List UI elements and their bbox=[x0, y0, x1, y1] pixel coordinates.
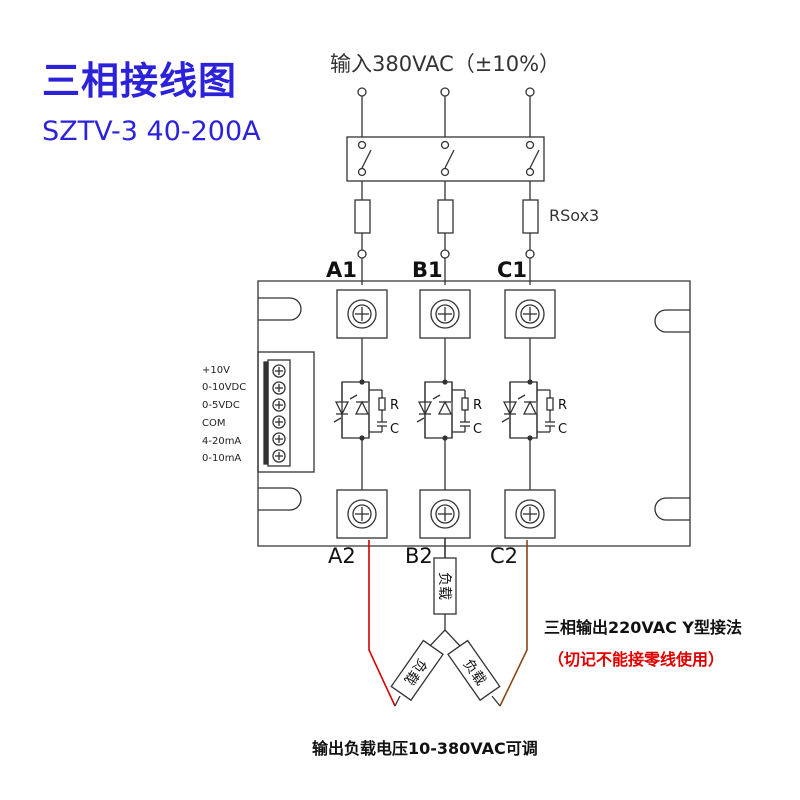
mount-slot-bottom-left bbox=[258, 487, 302, 511]
fuse-b bbox=[437, 199, 454, 234]
diagram-title: 三相接线图 bbox=[42, 59, 238, 103]
input-terminal-a bbox=[357, 87, 367, 137]
control-label-com: COM bbox=[202, 418, 226, 429]
resistor-label-a: R bbox=[390, 398, 399, 413]
power-terminal-c2 bbox=[504, 489, 556, 539]
breaker-box bbox=[346, 136, 545, 182]
output-note: 三相输出220VAC Y型接法 bbox=[544, 618, 742, 637]
resistor-label-c: R bbox=[558, 398, 567, 413]
terminal-label-c2: C2 bbox=[490, 544, 519, 568]
input-voltage-label: 输入380VAC（±10%） bbox=[330, 52, 561, 76]
fuse-c bbox=[522, 199, 539, 234]
capacitor-label-c: C bbox=[558, 422, 567, 437]
resistor-label-b: R bbox=[473, 398, 482, 413]
terminal-label-c1: C1 bbox=[497, 258, 528, 282]
terminal-label-b2: B2 bbox=[405, 544, 433, 568]
power-terminal-c1 bbox=[504, 289, 556, 339]
load-c bbox=[447, 639, 501, 702]
control-screw-2 bbox=[272, 381, 286, 395]
control-screw-4 bbox=[272, 415, 286, 429]
control-label-0-10ma: 0-10mA bbox=[202, 453, 242, 464]
mount-slot-top-right bbox=[654, 309, 690, 333]
control-terminal-block bbox=[257, 351, 315, 473]
fuse-a bbox=[354, 199, 371, 234]
control-screw-6 bbox=[272, 449, 286, 463]
control-label-4-20ma: 4-20mA bbox=[202, 436, 242, 447]
capacitor-label-b: C bbox=[473, 422, 482, 437]
bottom-caption: 输出负载电压10-380VAC可调 bbox=[312, 739, 538, 758]
breaker-switch-c bbox=[525, 140, 540, 177]
output-wire-c bbox=[499, 540, 528, 707]
breaker-switch-b bbox=[440, 140, 455, 177]
terminal-label-a2: A2 bbox=[328, 544, 356, 568]
thyristor-circuit-c bbox=[501, 338, 555, 490]
power-terminal-b2 bbox=[419, 489, 471, 539]
warning-note: （切记不能接零线使用） bbox=[548, 650, 725, 669]
power-terminal-b1 bbox=[419, 289, 471, 339]
load-b bbox=[433, 557, 457, 630]
terminal-label-a1: A1 bbox=[326, 258, 357, 282]
module-body bbox=[257, 280, 691, 547]
thyristor-circuit-b bbox=[416, 338, 470, 490]
capacitor-label-a: C bbox=[390, 422, 399, 437]
control-label-10v: +10V bbox=[202, 365, 230, 376]
power-terminal-a1 bbox=[336, 289, 388, 339]
load-a bbox=[390, 639, 444, 702]
breaker-switch-a bbox=[357, 140, 372, 177]
model-subtitle: SZTV-3 40-200A bbox=[42, 116, 261, 147]
output-wire-a bbox=[368, 540, 396, 707]
load-label-b: 负载 bbox=[436, 572, 452, 600]
control-label-0-5vdc: 0-5VDC bbox=[202, 400, 240, 411]
control-label-0-10vdc: 0-10VDC bbox=[202, 382, 247, 393]
control-screw-1 bbox=[272, 364, 286, 378]
terminal-label-b1: B1 bbox=[412, 258, 443, 282]
mount-slot-top-left bbox=[258, 297, 302, 321]
power-terminal-a2 bbox=[336, 489, 388, 539]
control-screw-5 bbox=[272, 432, 286, 446]
fuse-label: RSox3 bbox=[549, 206, 600, 225]
input-terminal-c bbox=[525, 87, 535, 137]
thyristor-circuit-a bbox=[333, 338, 387, 490]
control-screw-3 bbox=[272, 398, 286, 412]
input-terminal-b bbox=[440, 87, 450, 137]
mount-slot-bottom-right bbox=[654, 497, 690, 521]
